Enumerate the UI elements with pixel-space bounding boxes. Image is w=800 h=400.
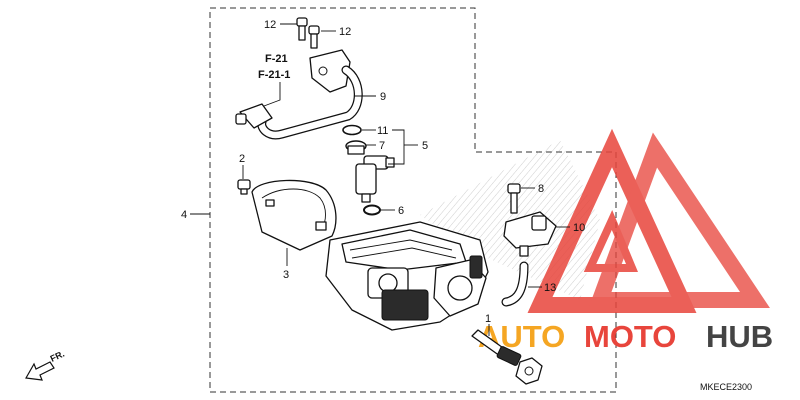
throttle-body <box>325 221 489 331</box>
front-direction-label: FR. <box>49 349 66 364</box>
front-direction-arrow <box>25 361 55 381</box>
hose-13 <box>502 262 528 306</box>
callout-4: 4 <box>181 209 187 221</box>
cap-7 <box>345 140 367 155</box>
diagram-code: MKECE2300 <box>700 382 752 392</box>
callout-12a: 12 <box>264 19 276 31</box>
callout-11: 11 <box>377 125 388 137</box>
callout-2: 2 <box>239 153 245 165</box>
callout-6: 6 <box>398 205 404 217</box>
watermark-word-hub: HUB <box>706 319 773 354</box>
bolt-12-left <box>296 17 308 41</box>
callout-1: 1 <box>485 313 491 325</box>
bolt-12-right <box>308 25 320 49</box>
fuel-hose-9 <box>235 49 363 140</box>
callout-7: 7 <box>379 140 385 152</box>
callout-5: 5 <box>422 140 428 152</box>
oring-11 <box>342 124 362 136</box>
throttle-shaft-1 <box>471 329 543 385</box>
watermark-logo <box>527 128 770 313</box>
reference-f21-1: F-21-1 <box>258 69 290 81</box>
oring-6 <box>363 204 381 216</box>
sensor-10 <box>503 211 557 257</box>
bolt-8 <box>507 183 521 214</box>
callout-10: 10 <box>573 222 585 234</box>
watermark-word-moto: MOTO <box>584 319 676 354</box>
callout-3: 3 <box>283 269 289 281</box>
callout-8: 8 <box>538 183 544 195</box>
callout-9: 9 <box>380 91 386 103</box>
callout-12b: 12 <box>339 26 351 38</box>
reference-f21: F-21 <box>265 53 288 65</box>
cover-3 <box>251 179 337 251</box>
bracket-5 <box>388 129 405 165</box>
leader-reference <box>263 82 281 107</box>
injector-5 <box>355 155 395 203</box>
screw-2 <box>237 179 251 195</box>
callout-13: 13 <box>544 282 556 294</box>
